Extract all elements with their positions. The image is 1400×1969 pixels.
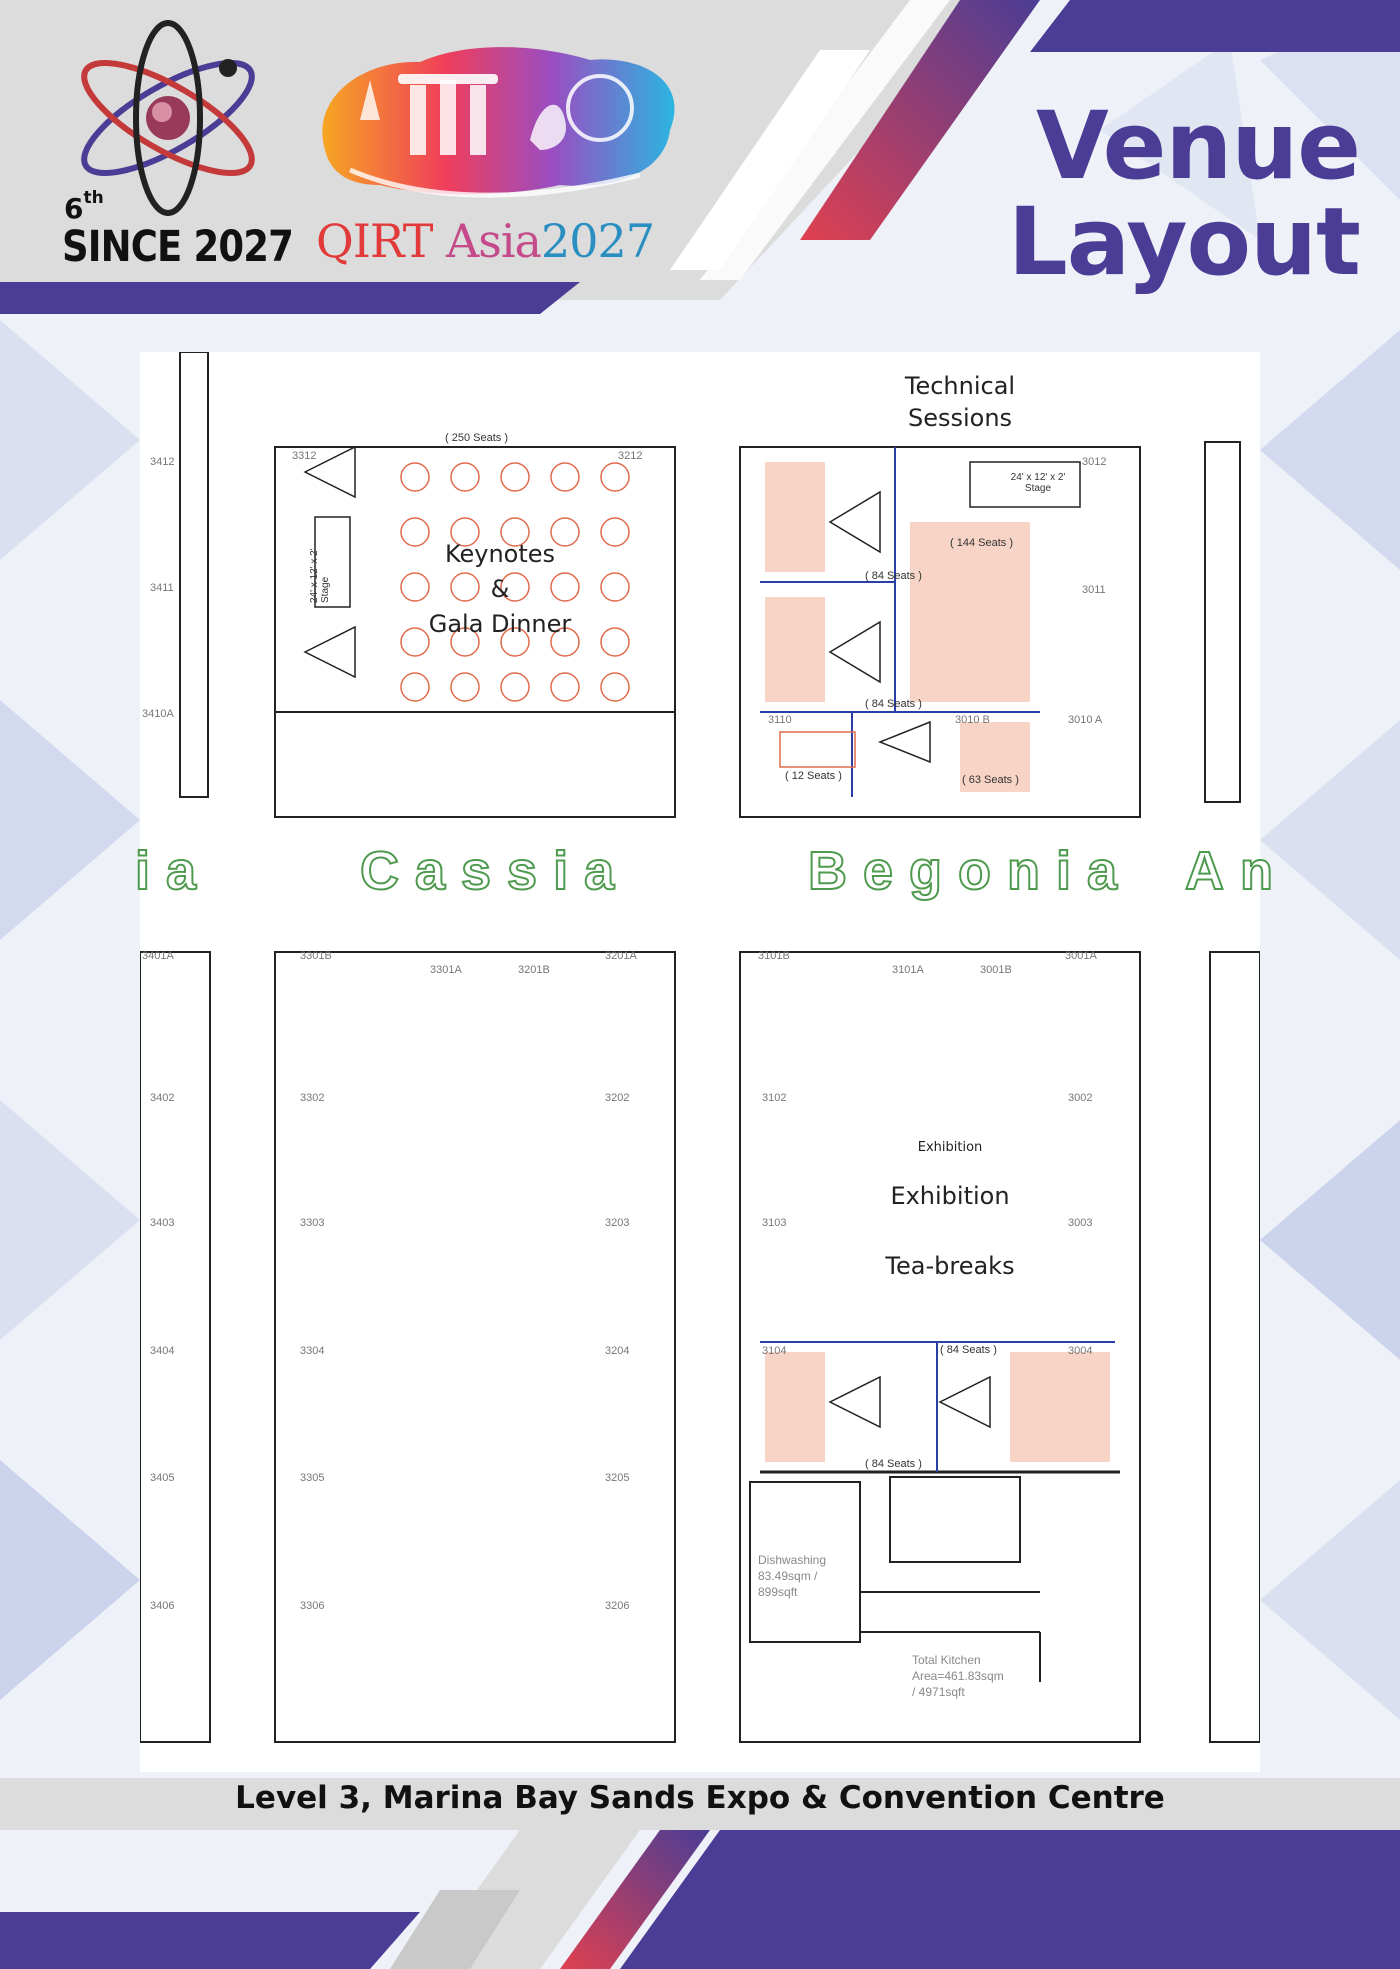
- stage-top-label: Stage: [1024, 483, 1052, 494]
- room-3102: 3102: [762, 1092, 787, 1104]
- seats-84-c: ( 84 Seats ): [940, 1344, 997, 1356]
- singapore-skyline-logo-icon: [322, 47, 675, 198]
- event-name-part3: 2027: [540, 214, 655, 268]
- hall-label-partial-right: An: [1184, 840, 1289, 902]
- venue-caption: Level 3, Marina Bay Sands Expo & Convent…: [235, 1780, 1165, 1816]
- room-3002: 3002: [1068, 1092, 1093, 1104]
- exhibition-small-label: Exhibition: [917, 1140, 983, 1155]
- room-3004: 3004: [1068, 1345, 1093, 1357]
- room-3402: 3402: [150, 1092, 175, 1104]
- keynotes-label: Keynotes & Gala Dinner: [400, 537, 600, 642]
- edition-badge: 6th: [64, 188, 104, 225]
- dishwashing-line1: Dishwashing: [758, 1553, 827, 1567]
- room-3410A: 3410A: [142, 708, 174, 720]
- room-3001B: 3001B: [980, 964, 1012, 976]
- room-3010-b: 3010 B: [955, 714, 990, 726]
- keynotes-line3: Gala Dinner: [428, 610, 572, 638]
- seats-63: ( 63 Seats ): [962, 774, 1019, 786]
- room-3103: 3103: [762, 1217, 787, 1229]
- room-3012: 3012: [1082, 456, 1107, 468]
- room-3205: 3205: [605, 1472, 630, 1484]
- since-text: SINCE 2027: [62, 222, 294, 272]
- room-3011: 3011: [1082, 584, 1106, 596]
- room-3304: 3304: [300, 1345, 325, 1357]
- kitchen-line3: / 4971sqft: [912, 1685, 965, 1699]
- dishwashing-area: Dishwashing 83.49sqm / 899sqft: [758, 1552, 826, 1600]
- room-3001A: 3001A: [1065, 950, 1097, 962]
- room-3403: 3403: [150, 1217, 175, 1229]
- seats-84-b: ( 84 Seats ): [865, 698, 922, 710]
- stage-top: 24' x 12' x 2'Stage: [998, 472, 1078, 494]
- hall-label-cassia: Cassia: [359, 840, 631, 902]
- edition-number: 6: [64, 192, 84, 225]
- seats-84-d: ( 84 Seats ): [865, 1458, 922, 1470]
- kitchen-line2: Area=461.83sqm: [912, 1669, 1004, 1683]
- hall-label-partial-left: ia: [134, 840, 213, 902]
- event-name-part2: Asia: [446, 214, 542, 268]
- room-3212: 3212: [618, 450, 643, 462]
- kitchen-line1: Total Kitchen: [912, 1653, 981, 1667]
- edition-suffix: th: [83, 188, 104, 208]
- floor-plan: Technical Sessions Keynotes & Gala Dinne…: [134, 352, 1274, 1772]
- tea-breaks-label: Tea-breaks: [885, 1252, 1015, 1280]
- kitchen-area: Total Kitchen Area=461.83sqm / 4971sqft: [912, 1652, 1004, 1700]
- room-3405: 3405: [150, 1472, 175, 1484]
- room-3305: 3305: [300, 1472, 325, 1484]
- room-3206: 3206: [605, 1600, 630, 1612]
- technical-sessions-line2: Sessions: [907, 404, 1013, 432]
- page-title-line1: Venue: [1036, 92, 1361, 201]
- room-3303: 3303: [300, 1217, 325, 1229]
- room-3204: 3204: [605, 1345, 630, 1357]
- exhibition-label: Exhibition: [890, 1182, 1010, 1210]
- keynotes-line1: Keynotes: [444, 540, 556, 568]
- room-3406: 3406: [150, 1600, 175, 1612]
- room-3312: 3312: [292, 450, 317, 462]
- technical-sessions-label: Technical Sessions: [880, 370, 1040, 434]
- keynotes-line2: &: [490, 575, 510, 603]
- seats-144: ( 144 Seats ): [950, 537, 1013, 549]
- page-title-line2: Layout: [1007, 188, 1361, 297]
- room-3401A: 3401A: [142, 950, 174, 962]
- room-3301B: 3301B: [300, 950, 332, 962]
- room-3306: 3306: [300, 1600, 325, 1612]
- room-3110: 3110: [768, 714, 792, 726]
- seats-84-a: ( 84 Seats ): [865, 570, 922, 582]
- room-3203: 3203: [605, 1217, 630, 1229]
- room-3101A: 3101A: [892, 964, 924, 976]
- room-3201A: 3201A: [605, 950, 637, 962]
- room-3412: 3412: [150, 456, 175, 468]
- room-3104: 3104: [762, 1345, 787, 1357]
- room-3404: 3404: [150, 1345, 175, 1357]
- dishwashing-line2: 83.49sqm /: [758, 1569, 818, 1583]
- event-logo-text: QIRT Asia2027: [316, 214, 655, 268]
- room-3302: 3302: [300, 1092, 325, 1104]
- seats-12: ( 12 Seats ): [785, 770, 842, 782]
- room-3202: 3202: [605, 1092, 630, 1104]
- dishwashing-line3: 899sqft: [758, 1585, 798, 1599]
- room-3101B: 3101B: [758, 950, 790, 962]
- room-3201B: 3201B: [518, 964, 550, 976]
- room-3010-a: 3010 A: [1068, 714, 1103, 726]
- event-name-part1: QIRT: [316, 214, 433, 268]
- hall-label-begonia: Begonia: [807, 840, 1134, 902]
- technical-sessions-line1: Technical: [904, 372, 1016, 400]
- room-3301A: 3301A: [430, 964, 462, 976]
- floor-plan-drawing: [140, 352, 1260, 1743]
- room-3411: 3411: [150, 582, 174, 594]
- stage-left: 24' x 12' x 2' Stage: [309, 548, 331, 603]
- stage-top-size: 24' x 12' x 2': [1010, 472, 1066, 483]
- room-3003: 3003: [1068, 1217, 1093, 1229]
- seats-250: ( 250 Seats ): [445, 432, 508, 444]
